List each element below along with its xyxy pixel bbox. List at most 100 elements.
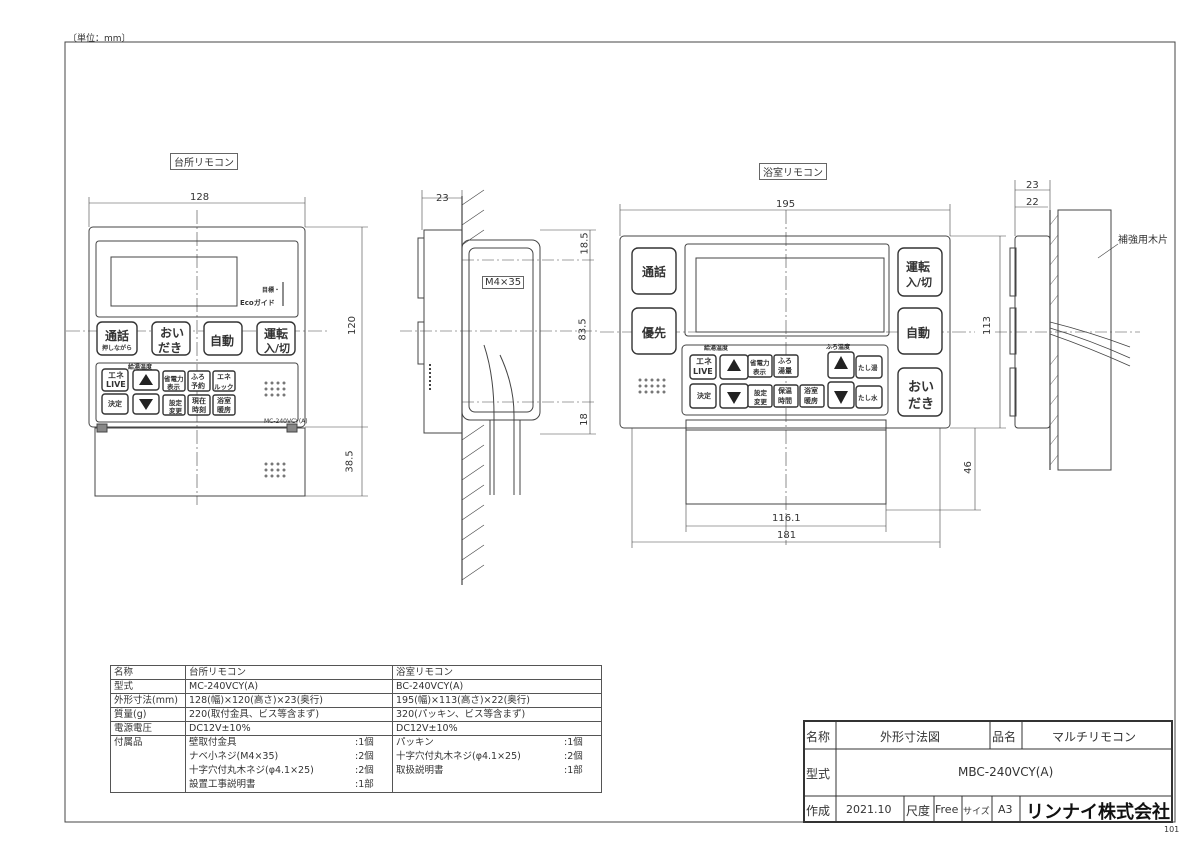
accessory-qty: :1個 [355,737,374,748]
kitchen-width-dim: 128 [190,192,210,203]
kitchen-accessories: 壁取付金具:1個 ナベ小ネジ(M4×35):2個 十字穴付丸木ネジ(φ4.1×2… [185,735,393,793]
page-code: 101 [1164,825,1180,834]
kitchen-up-arrow-icon [139,374,153,385]
bath-decide-button [689,383,717,409]
kitchen-set-label-2: 変更 [169,407,182,415]
bath-power-button [747,354,773,378]
bath-bottom-width-dim: 181 [777,530,797,541]
bath-remote-label: 浴室リモコン [759,163,827,180]
spec-row-kitchen: 128(幅)×120(高さ)×23(奥行) [185,693,393,708]
bath-supply-temp-label: 給湯温度 [704,345,729,352]
kitchen-bath-button [187,370,211,392]
kitchen-talk-label: 通話 [105,329,130,343]
bath-auto-button [897,307,943,355]
bath-width-dim: 195 [776,199,796,210]
accessory-name: 取扱説明書 [396,765,444,776]
bath-add-hot-button [855,355,883,379]
bath-arrows [727,356,848,404]
accessory-item: 壁取付金具:1個 [189,736,389,750]
accessory-item: ナベ小ネジ(M4×35):2個 [189,750,389,764]
bath-side-inner-dim: 22 [1026,197,1039,208]
title-size-label: サイズ [963,807,990,817]
kitchen-now-label-2: 時刻 [192,406,206,414]
bath-bath-button [773,354,799,378]
bath-bath-label-1: ふろ [778,357,792,365]
accessory-name: 十字穴付丸木ネジ(φ4.1×25) [396,751,521,762]
kitchen-goal-label: 目標・ [262,287,281,294]
title-scale-value: Free [935,803,959,816]
wood-label: 補強用木片 [1118,235,1168,246]
kitchen-reheat-button [151,321,191,356]
bath-remote-front [600,204,1006,548]
kitchen-power-button [162,370,186,392]
kitchen-now-button [187,394,211,416]
title-product-label: 品名 [992,730,1017,744]
spec-row-kitchen: DC12V±10% [185,721,393,736]
drawing-border [64,41,1176,823]
title-made-label: 作成 [806,804,831,818]
kitchen-power-label-2: 表示 [167,383,180,391]
spec-row-bath: 320(パッキン、ビス等含まず) [392,707,602,722]
accessory-qty: :1部 [564,765,583,776]
kitchen-reheat-label-2: だき [158,341,183,355]
spec-row-label: 電源電圧 [110,721,186,736]
spec-header-name: 名称 [110,665,186,680]
kitchen-model-print: MC-240VCY(A) [264,418,308,425]
kitchen-remote-front [66,197,368,505]
kitchen-set-label-1: 設定 [169,399,182,407]
kitchen-ene-look-label-2: ルック [214,383,234,391]
kitchen-ene-look-label-1: エネ [217,373,231,381]
bath-heat-button [799,384,825,408]
kitchen-side-top-dim: 18.5 [579,232,591,255]
bath-temp-up-arrow-icon [834,356,848,369]
kitchen-down-arrow-icon [139,399,153,410]
kitchen-heat-button [212,394,236,416]
kitchen-height-dim: 120 [347,315,359,336]
bath-auto-label: 自動 [906,326,931,340]
kitchen-ene-look-button [212,370,236,392]
kitchen-eco-label: エネ [108,371,124,380]
bath-reheat-button [897,367,943,417]
spec-header-kitchen: 台所リモコン [185,665,393,680]
spec-row-label: 型式 [110,679,186,694]
spec-row: 電源電圧 DC12V±10% DC12V±10% [110,721,602,736]
bath-side-view [995,180,1140,471]
kitchen-side-mid-dim: 83.5 [577,318,589,341]
accessory-item: 設置工事説明書:1部 [189,778,389,792]
kitchen-lower-dim: 38.5 [344,450,356,473]
bath-talk-button [631,247,677,295]
kitchen-auto-button [203,321,243,356]
title-block-lines [803,720,1173,823]
spec-row-label: 外形寸法(mm) [110,693,186,708]
accessory-qty: :2個 [564,751,583,762]
bath-power-label-1: 省電力 [750,359,770,367]
accessory-name: 設置工事説明書 [189,779,256,790]
title-model-label: 型式 [806,767,831,781]
kitchen-decide-button [101,393,129,415]
bath-run-label-1: 運転 [906,260,931,274]
spec-row-label: 質量(g) [110,707,186,722]
spec-row-kitchen: 220(取付金具、ビス等含まず) [185,707,393,722]
spec-row: 質量(g) 220(取付金具、ビス等含まず) 320(パッキン、ビス等含まず) [110,707,602,722]
spec-header-bath: 浴室リモコン [392,665,602,680]
kitchen-talk-sub-label: 押しながら [102,345,133,352]
kitchen-run-button [256,321,296,356]
bath-height-dim: 113 [982,315,994,336]
bath-temp-down-arrow-icon [834,391,848,404]
spec-accessories-row: 付属品 壁取付金具:1個 ナベ小ネジ(M4×35):2個 十字穴付丸木ネジ(φ4… [110,735,602,793]
accessory-qty: :2個 [355,765,374,776]
kitchen-reheat-label-1: おい [160,326,185,340]
spec-row-bath: DC12V±10% [392,721,602,736]
screw-label: M4×35 [482,276,525,289]
bath-run-button [897,247,943,297]
kitchen-eco-live-label: LIVE [106,380,126,389]
spec-row: 外形寸法(mm) 128(幅)×120(高さ)×23(奥行) 195(幅)×11… [110,693,602,708]
bath-eco-button [689,354,717,380]
bath-add-water-label: たし水 [858,394,878,402]
kitchen-set-button [162,394,186,416]
bath-reheat-label-1: おい [908,380,935,395]
bath-decide-label: 決定 [697,392,711,400]
spec-header-row: 名称 台所リモコン 浴室リモコン [110,665,602,680]
